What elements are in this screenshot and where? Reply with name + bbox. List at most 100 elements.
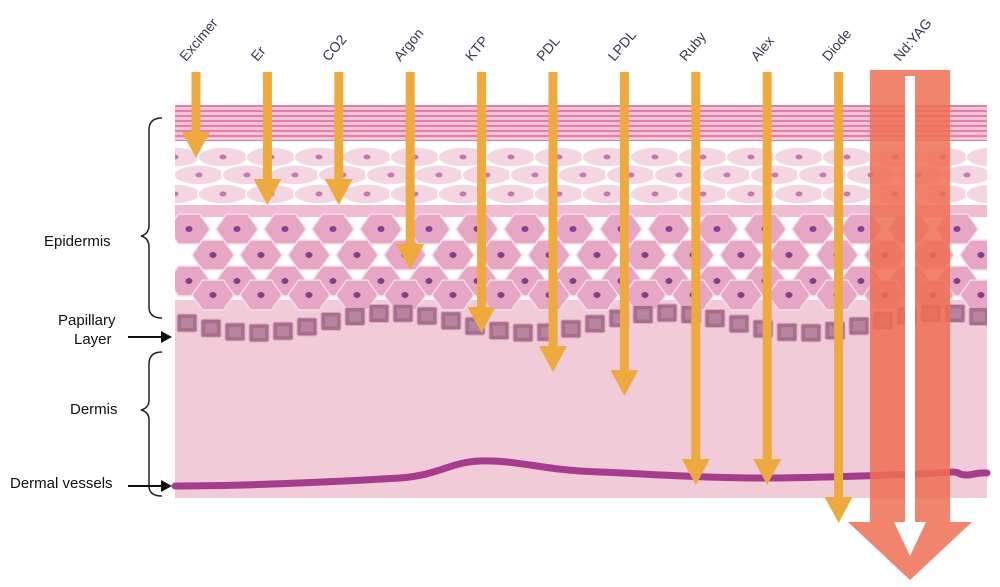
laser-label: Ruby [676, 29, 709, 64]
laser-label: PDL [533, 33, 563, 64]
basal-cell-nucleus [229, 326, 241, 337]
cell-nucleus [233, 226, 241, 232]
cell-nucleus [579, 172, 587, 178]
papillary-layer-label: Papillary Layer [58, 311, 116, 349]
cell-nucleus [665, 226, 673, 232]
cell-nucleus [977, 252, 985, 258]
basal-cell-nucleus [277, 326, 289, 337]
epidermis-label: Epidermis [44, 233, 111, 250]
laser-arrowhead [610, 370, 639, 396]
basal-cell-nucleus [565, 323, 577, 334]
cell-nucleus [363, 154, 371, 160]
cell-nucleus [219, 191, 227, 197]
laser-beam-core-head [894, 522, 926, 556]
basal-cell-nucleus [397, 308, 409, 319]
laser-label: Diode [819, 25, 855, 63]
cell-nucleus [593, 252, 601, 258]
basal-cell-nucleus [637, 309, 649, 320]
cell-nucleus [675, 172, 683, 178]
cell-nucleus [377, 226, 385, 232]
basal-cell-nucleus [709, 313, 721, 324]
stratum-corneum [175, 105, 987, 141]
laser-label: LPDL [604, 27, 639, 64]
cell-nucleus [521, 226, 529, 232]
basal-cell-nucleus [421, 310, 433, 321]
laser-beam-core [905, 76, 915, 528]
laser-arrow-ktp [467, 72, 496, 333]
cell-nucleus [699, 154, 707, 160]
cell-nucleus [713, 278, 721, 284]
cell-nucleus [795, 154, 803, 160]
laser-shaft [548, 72, 558, 350]
laser-shaft [619, 72, 629, 374]
cell-nucleus [988, 155, 995, 160]
cell-nucleus [243, 172, 251, 178]
cell-nucleus [353, 292, 361, 298]
flat-cell [965, 146, 987, 168]
papillary-pointer-arrow [128, 331, 172, 343]
basal-cell-nucleus [493, 325, 505, 336]
laser-arrow-alex [753, 72, 782, 485]
laser-shaft [405, 72, 415, 248]
cell-nucleus [665, 278, 673, 284]
cell-nucleus [953, 226, 961, 232]
cell-nucleus [737, 252, 745, 258]
laser-label: Nd:YAG [890, 15, 935, 64]
laser-arrowhead [396, 244, 425, 270]
cell-nucleus [185, 226, 193, 232]
cell-nucleus [723, 172, 731, 178]
laser-arrowhead [467, 307, 496, 333]
basal-cell-nucleus [589, 318, 601, 329]
cell-nucleus [569, 226, 577, 232]
cell-nucleus [507, 191, 515, 197]
cell-nucleus [459, 191, 467, 197]
cell-nucleus [387, 172, 395, 178]
cell-nucleus [315, 191, 323, 197]
flat-cell [965, 183, 987, 205]
cell-nucleus [593, 292, 601, 298]
laser-arrow-er [253, 72, 282, 205]
dermis-brace [140, 351, 163, 497]
cell-nucleus [627, 172, 635, 178]
laser-shaft [834, 72, 844, 501]
cell-nucleus [747, 154, 755, 160]
cell-nucleus [459, 154, 467, 160]
laser-shaft [691, 72, 701, 463]
cell-nucleus [449, 252, 457, 258]
cell-nucleus [353, 252, 361, 258]
cell-nucleus [315, 154, 323, 160]
dermal-vessels-pointer-arrow [128, 480, 172, 492]
cell-nucleus [425, 278, 433, 284]
basal-cell-nucleus [205, 323, 217, 334]
cell-nucleus [185, 278, 193, 284]
cell-nucleus [209, 292, 217, 298]
cell-nucleus [281, 226, 289, 232]
cell-nucleus [531, 172, 539, 178]
papillary-label-line2: Layer [74, 331, 112, 348]
laser-arrowhead [253, 179, 282, 205]
dermis-label: Dermis [70, 401, 118, 418]
cell-nucleus [291, 172, 299, 178]
dermal-vessels-label: Dermal vessels [10, 475, 113, 492]
cell-nucleus [785, 292, 793, 298]
cell-nucleus [219, 154, 227, 160]
spinous-cell [959, 279, 987, 311]
laser-label: Argon [390, 25, 426, 64]
cell-nucleus [785, 252, 793, 258]
basal-cell-nucleus [613, 313, 625, 324]
cell-nucleus [819, 172, 827, 178]
cell-nucleus [507, 154, 515, 160]
basal-cell-nucleus [661, 308, 673, 319]
laser-arrow-nd-yag [848, 70, 972, 580]
cell-nucleus [497, 292, 505, 298]
laser-arrow-diode [824, 72, 853, 523]
cell-nucleus [737, 292, 745, 298]
cell-nucleus [449, 292, 457, 298]
basal-cell-nucleus [517, 327, 529, 338]
basal-cell-nucleus [445, 315, 457, 326]
laser-shaft [762, 72, 772, 463]
laser-arrow-co2 [324, 72, 353, 205]
cell-nucleus [603, 154, 611, 160]
